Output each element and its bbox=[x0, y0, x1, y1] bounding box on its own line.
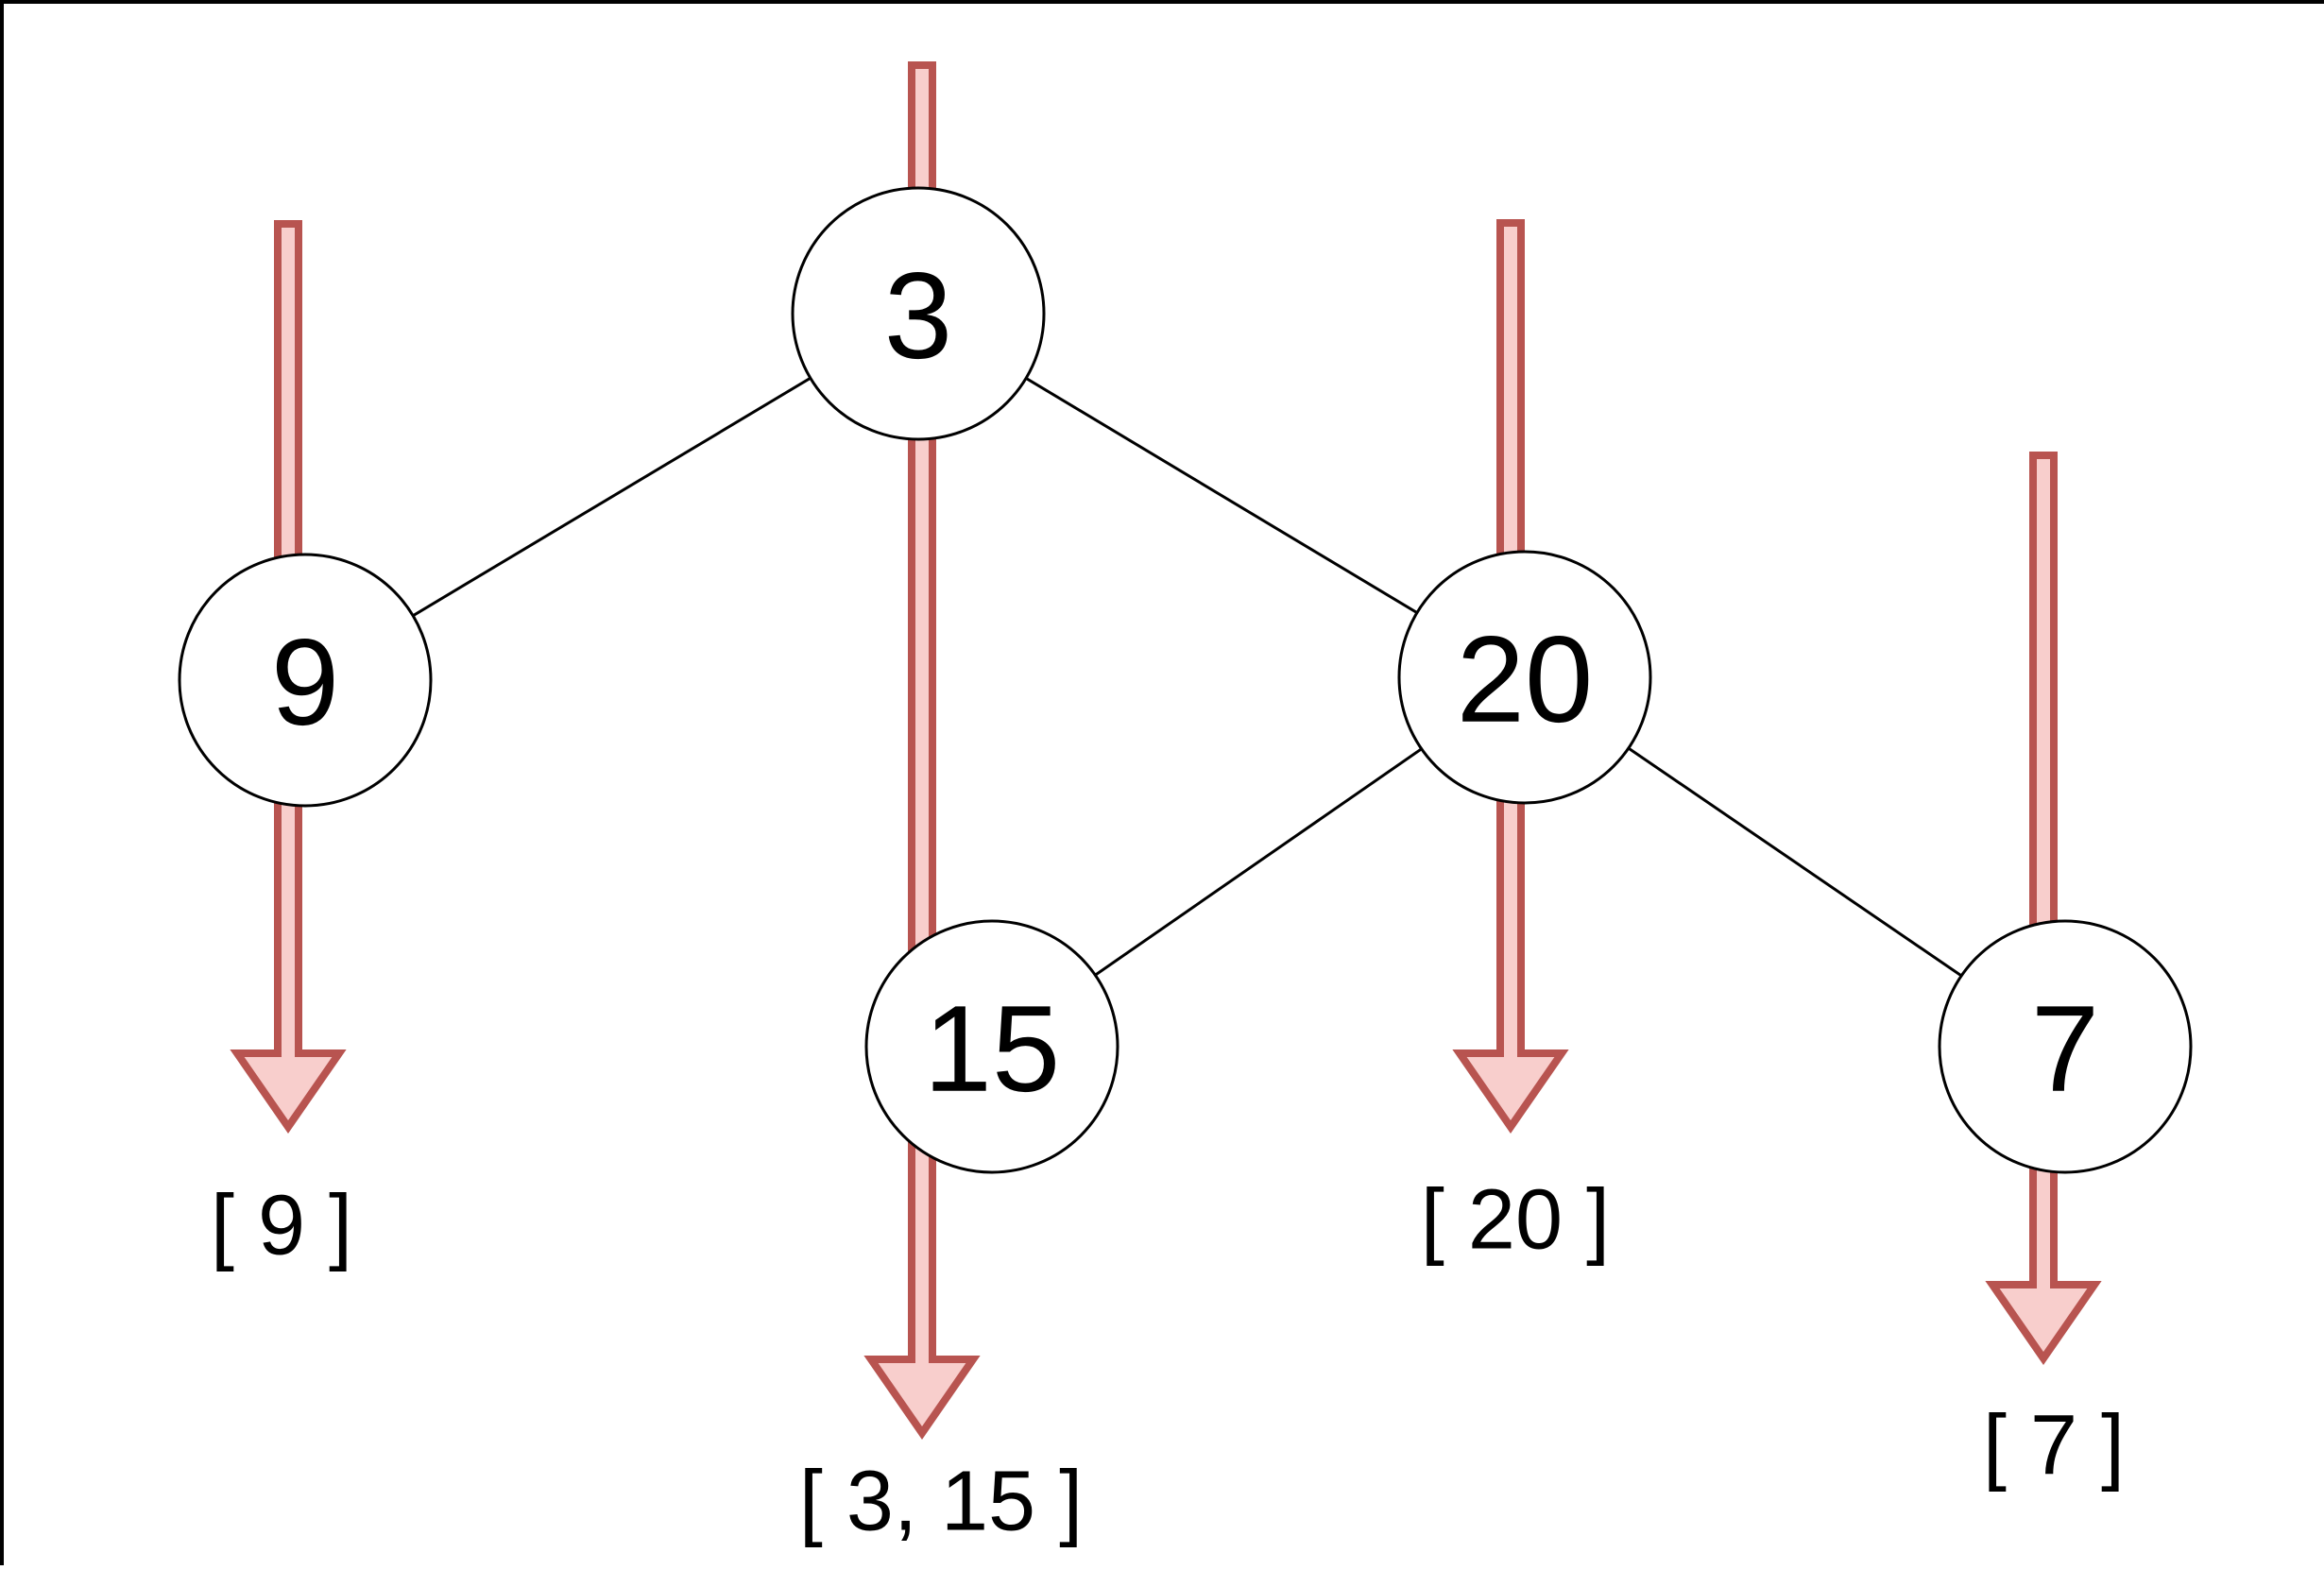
frame-top-edge bbox=[0, 0, 2324, 4]
tree-node-value-20: 20 bbox=[1457, 610, 1594, 748]
frame-left-edge bbox=[0, 0, 4, 1565]
tree-node-value-3: 3 bbox=[884, 247, 952, 384]
tree-node-circle-15 bbox=[864, 919, 1119, 1174]
column-result-label-3: [ 20 ] bbox=[1421, 1172, 1610, 1267]
tree-node-circle-20 bbox=[1397, 550, 1652, 805]
column-result-label-4: [ 7 ] bbox=[1983, 1398, 2125, 1493]
tree-node-circle-3 bbox=[791, 186, 1046, 441]
down-arrow-column-4 bbox=[1985, 452, 2102, 1366]
tree-node-circle-7 bbox=[1938, 919, 2193, 1174]
column-result-label-2: [ 3, 15 ] bbox=[799, 1454, 1083, 1548]
tree-node-value-9: 9 bbox=[271, 613, 339, 751]
tree-node-circle-9 bbox=[178, 553, 433, 808]
tree-node-value-7: 7 bbox=[2031, 980, 2099, 1118]
tree-node-value-15: 15 bbox=[924, 980, 1061, 1118]
column-result-label-1: [ 9 ] bbox=[211, 1178, 352, 1272]
